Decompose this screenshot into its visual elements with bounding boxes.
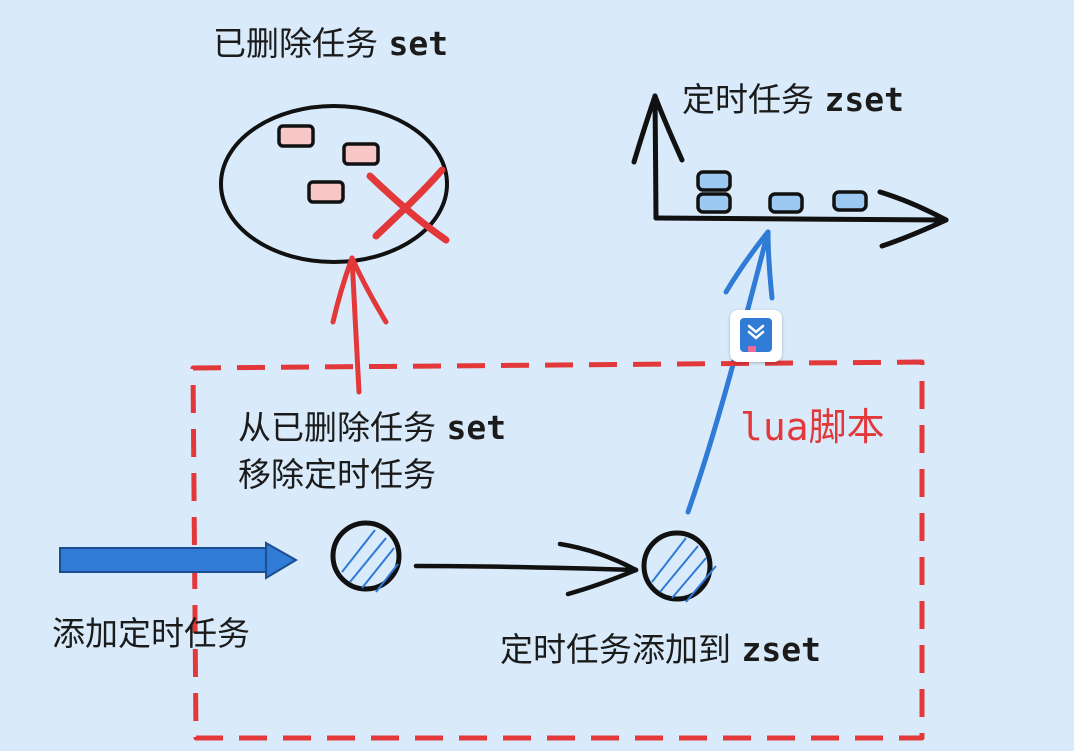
entry-arrow (59, 541, 298, 580)
zset-axes (631, 93, 949, 249)
connect-arrow (413, 541, 639, 597)
zset-item-2 (696, 192, 732, 214)
cross-icon (366, 166, 450, 244)
blue-up-arrow (685, 229, 775, 515)
book-shape (740, 318, 772, 352)
deleted-item-2 (342, 142, 380, 166)
red-up-arrow (330, 255, 389, 395)
step-circle-2 (641, 530, 717, 603)
deleted-item-1 (277, 124, 315, 148)
zset-item-3 (768, 192, 804, 214)
app-book-icon[interactable] (730, 310, 782, 362)
step-circle-1 (330, 520, 402, 593)
lua-script-label: lua脚本 (740, 405, 885, 449)
deleted-item-3 (307, 180, 345, 204)
zset-title-label: 定时任务 zset (682, 80, 904, 119)
remove-step-label-line1: 从已删除任务 set (238, 408, 507, 447)
deleted-set-ellipse (219, 104, 449, 264)
zset-item-1 (696, 170, 732, 192)
add-task-label: 添加定时任务 (52, 614, 250, 653)
add-to-zset-label: 定时任务添加到 zset (500, 630, 821, 669)
deleted-set-label: 已删除任务 set (213, 24, 449, 63)
zset-item-4 (832, 190, 868, 212)
book-bookmark (748, 346, 756, 352)
chevron-down-icon (747, 324, 765, 340)
remove-step-label-line2: 移除定时任务 (238, 455, 436, 494)
lua-dashed-box (190, 359, 925, 741)
